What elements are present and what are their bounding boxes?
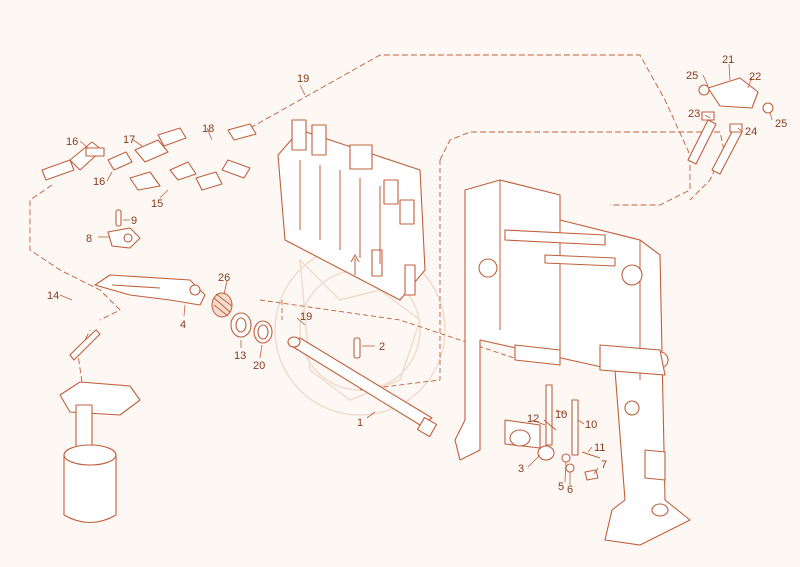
callout-9: 9	[131, 215, 137, 227]
callout-20: 20	[253, 360, 265, 372]
callout-16b: 16	[93, 176, 105, 188]
fittings-group	[41, 123, 257, 191]
callout-23: 23	[688, 108, 700, 120]
manifold-fittings-group	[687, 77, 774, 175]
pin-part-2	[353, 337, 361, 359]
callout-4: 4	[180, 319, 186, 331]
control-valve-block	[277, 119, 426, 301]
callout-24: 24	[745, 126, 757, 138]
gear-part-26	[211, 292, 233, 318]
callout-14: 14	[47, 290, 59, 302]
callout-22: 22	[749, 71, 761, 83]
callout-17: 17	[123, 134, 135, 146]
tank-filter-assembly	[59, 329, 141, 524]
linkage-small-parts	[537, 384, 601, 481]
callout-5: 5	[558, 481, 564, 493]
callout-12: 12	[527, 413, 539, 425]
link-part-10b	[571, 399, 579, 456]
pin-part-9	[115, 209, 122, 227]
callout-labels: 1 2 3 4 5 6 7 8 9 10 10 11 12 13 14 15 1…	[47, 54, 787, 496]
main-frame-bracket	[454, 179, 691, 546]
shaft-part-1	[287, 336, 438, 438]
callout-2: 2	[379, 341, 385, 353]
washer-part-5	[561, 453, 571, 463]
callout-6: 6	[567, 484, 573, 496]
bushing-part-3	[537, 445, 555, 461]
callout-3: 3	[518, 463, 524, 475]
callout-25b: 25	[775, 118, 787, 130]
callout-10a: 10	[555, 409, 567, 421]
washer-part-20	[253, 320, 273, 344]
callout-26: 26	[218, 272, 230, 284]
callout-18: 18	[202, 123, 214, 135]
clamp-part-8	[107, 227, 141, 249]
link-part-10a	[545, 384, 553, 446]
callout-25a: 25	[686, 70, 698, 82]
callout-21: 21	[722, 54, 734, 66]
washer-part-13	[230, 312, 252, 338]
callout-11: 11	[594, 442, 605, 454]
washer-part-6	[565, 463, 575, 473]
callout-10b: 10	[585, 419, 597, 431]
callout-13: 13	[234, 350, 246, 362]
callout-15: 15	[151, 198, 163, 210]
leader-lines	[59, 63, 773, 485]
callout-7: 7	[601, 459, 607, 471]
callout-16a: 16	[66, 136, 78, 148]
callout-19b: 19	[300, 311, 312, 323]
callout-1: 1	[357, 417, 363, 429]
callout-8: 8	[86, 233, 92, 245]
callout-19a: 19	[297, 73, 309, 85]
lever-part-4	[94, 274, 206, 306]
